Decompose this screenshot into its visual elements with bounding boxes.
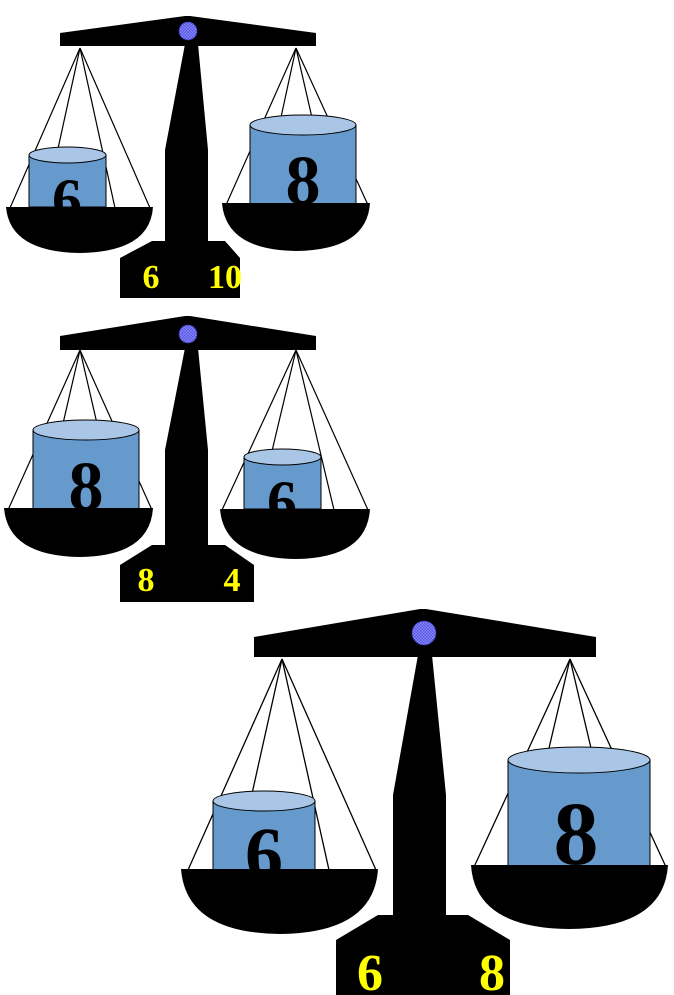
- base-right-number: 4: [224, 562, 241, 599]
- scale-column: [165, 44, 208, 243]
- scale-3: 6 8 6 8: [181, 609, 668, 995]
- left-pan: [4, 508, 153, 557]
- right-pan: [220, 509, 370, 559]
- pivot-icon: [178, 324, 198, 344]
- scale-column: [393, 655, 446, 920]
- base-left-number: 6: [357, 945, 383, 995]
- base-left-number: 8: [138, 562, 155, 599]
- right-cup: 8: [507, 746, 651, 884]
- scale-2: 8 6 8 4: [4, 316, 370, 602]
- scale-base: [336, 915, 510, 995]
- scale-base: [120, 545, 254, 602]
- base-right-number: 10: [208, 259, 242, 296]
- scale-base: [120, 241, 240, 298]
- right-pan: [471, 865, 668, 929]
- scale-column: [165, 348, 208, 547]
- right-pan: [222, 203, 370, 251]
- left-cup: 8: [32, 419, 140, 526]
- left-cup: 6: [212, 790, 316, 897]
- base-right-number: 8: [479, 945, 505, 995]
- left-pan: [6, 207, 153, 253]
- base-left-number: 6: [143, 259, 160, 296]
- pivot-icon: [411, 620, 437, 646]
- scale-1: 6 8 6 10: [6, 16, 370, 298]
- pivot-icon: [178, 21, 198, 41]
- left-pan: [181, 869, 378, 934]
